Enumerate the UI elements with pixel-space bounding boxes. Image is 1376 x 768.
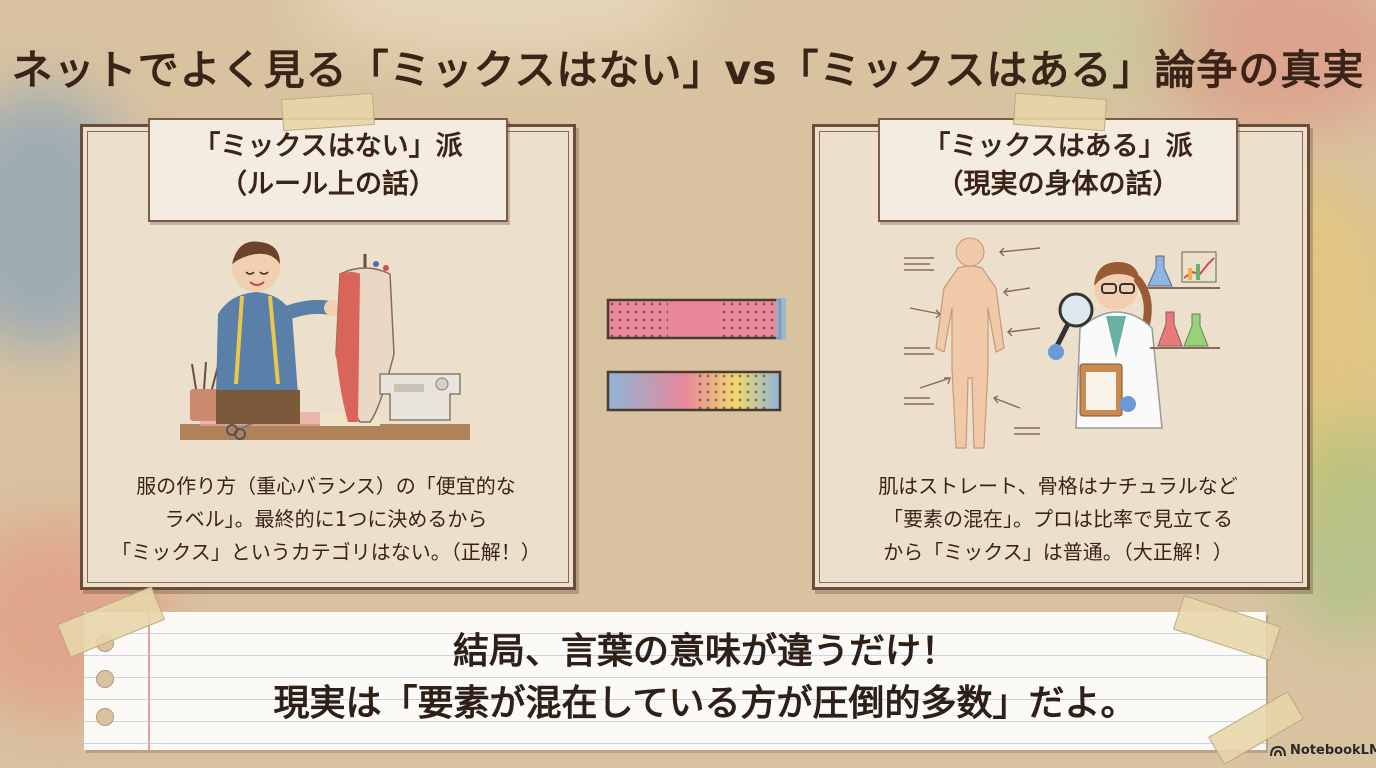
conclusion-text: 結局、言葉の意味が違うだけ！ 現実は「要素が混在している方が圧倒的多数」だよ。 bbox=[144, 626, 1266, 730]
conclusion-note: 結局、言葉の意味が違うだけ！ 現実は「要素が混在している方が圧倒的多数」だよ。 bbox=[84, 612, 1266, 750]
right-desc-line3: から「ミックス」は普通。（大正解！） bbox=[883, 540, 1233, 564]
right-desc-line1: 肌はストレート、骨格はナチュラルなど bbox=[878, 474, 1238, 498]
scientist-illustration bbox=[904, 237, 1220, 449]
left-label-line1: 「ミックスはない」派 bbox=[193, 131, 463, 162]
note-margin-line bbox=[148, 612, 150, 750]
conclusion-line1: 結局、言葉の意味が違うだけ！ bbox=[452, 631, 957, 672]
conclusion-line2: 現実は「要素が混在している方が圧倒的多数」だよ。 bbox=[273, 683, 1137, 724]
right-panel-label: 「ミックスはある」派 （現実の身体の話） bbox=[878, 118, 1238, 222]
equals-sign-icon bbox=[606, 298, 786, 412]
notebooklm-logo-icon bbox=[1270, 745, 1286, 756]
notebooklm-watermark: NotebookLM bbox=[1270, 743, 1376, 758]
right-desc-line2: 「要素の混在」。プロは比率で見立てる bbox=[883, 507, 1233, 531]
right-label-line1: 「ミックスはある」派 bbox=[923, 131, 1193, 162]
binder-hole bbox=[96, 708, 114, 726]
left-panel-description: 服の作り方（重心バランス）の「便宜的な ラベル」。最終的に1つに決めるから 「ミ… bbox=[96, 470, 556, 569]
left-desc-line1: 服の作り方（重心バランス）の「便宜的な bbox=[136, 474, 516, 498]
left-label-line2: （ルール上の話） bbox=[220, 169, 436, 200]
left-desc-line3: 「ミックス」というカテゴリはない。（正解！） bbox=[111, 540, 541, 564]
tape-strip bbox=[280, 92, 376, 132]
page-title: ネットでよく見る「ミックスはない」vs「ミックスはある」論争の真実 bbox=[11, 46, 1365, 94]
left-panel-label: 「ミックスはない」派 （ルール上の話） bbox=[148, 118, 508, 222]
watercolor-wash-lightgreen bbox=[1000, 0, 1220, 90]
binder-hole bbox=[96, 670, 114, 688]
brand-label: NotebookLM bbox=[1290, 743, 1376, 758]
tailor-illustration bbox=[180, 241, 470, 440]
right-label-line2: （現実の身体の話） bbox=[936, 169, 1180, 200]
left-desc-line2: ラベル」。最終的に1つに決めるから bbox=[164, 507, 488, 531]
tape-strip bbox=[1012, 92, 1108, 132]
right-panel-description: 肌はストレート、骨格はナチュラルなど 「要素の混在」。プロは比率で見立てる から… bbox=[828, 470, 1288, 569]
